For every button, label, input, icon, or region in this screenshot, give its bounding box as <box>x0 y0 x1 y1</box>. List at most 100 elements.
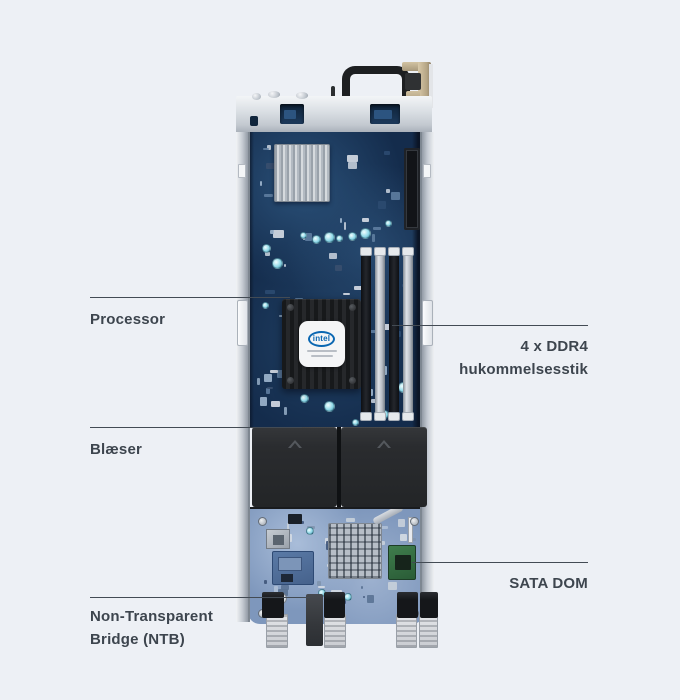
connector-shell <box>419 614 438 648</box>
capacitor-icon <box>272 258 283 269</box>
arrow-up-icon-inner <box>379 443 389 449</box>
pcb-component <box>260 397 267 406</box>
capacitor-icon <box>348 232 357 241</box>
pcb-component <box>397 519 405 528</box>
pcb-edge <box>412 132 422 427</box>
screw-icon <box>410 517 419 526</box>
memory-label-line1: 4 x DDR4 <box>520 338 588 355</box>
pcb-component <box>257 377 260 386</box>
capacitor-icon <box>352 419 359 426</box>
ntb-label: Non-Transparent Bridge (NTB) <box>90 605 213 651</box>
dimm-latch <box>402 412 414 421</box>
screw-icon <box>349 304 356 311</box>
pcb-component <box>383 150 390 155</box>
pcb-component <box>265 289 276 294</box>
sata-dom-callout-line <box>412 562 588 563</box>
controller-heatsink <box>328 523 382 579</box>
device-photo: intel <box>234 58 438 662</box>
sata-dom-module <box>388 545 416 580</box>
rail-latch-left <box>237 300 248 346</box>
pcb-component <box>347 154 358 163</box>
fan-callout-line <box>90 427 302 428</box>
memory-label-line2: hukommelsesstik <box>459 361 588 378</box>
processor-label: Processor <box>90 311 166 328</box>
intel-logo: intel <box>308 331 335 347</box>
dimm-latch <box>388 412 400 421</box>
pcb-component <box>345 518 356 523</box>
fan-divider <box>337 427 341 507</box>
pcb-component <box>368 329 376 334</box>
mezzanine-module <box>272 551 314 585</box>
cover-cutout <box>370 104 400 124</box>
connector-shell <box>396 614 417 648</box>
capacitor-icon <box>324 401 335 412</box>
screw-icon <box>296 92 308 99</box>
mezzanine-detail <box>278 557 302 571</box>
sata-dom-label: SATA DOM <box>509 575 588 592</box>
capacitor-icon <box>360 228 371 239</box>
pcb-component <box>305 232 313 242</box>
pcb-component <box>264 193 274 198</box>
cpu-label: intel <box>298 321 345 367</box>
pcb-component <box>382 324 391 331</box>
capacitor-icon <box>344 593 352 601</box>
pcb-component <box>264 251 271 256</box>
ntb-connector-2 <box>324 592 345 618</box>
latch-edge <box>429 64 433 108</box>
pcb-component <box>361 218 370 222</box>
capacitor-icon <box>312 235 321 244</box>
dimm-slot-4 <box>402 247 414 421</box>
pcb-component <box>360 585 364 589</box>
capacitor-icon <box>262 302 269 309</box>
carry-handle <box>342 66 410 100</box>
pcb-component <box>385 189 391 193</box>
cpu-label-line <box>306 350 337 352</box>
pcb-component <box>377 526 388 529</box>
top-cover <box>236 91 432 132</box>
processor-callout-line <box>90 297 290 298</box>
dimm-latch <box>402 247 414 256</box>
pcb-component <box>283 406 288 416</box>
screw-icon <box>349 377 356 384</box>
memory-label: 4 x DDR4 hukommelsesstik <box>378 335 588 381</box>
pcb-component <box>263 374 273 382</box>
pcb-component <box>266 163 275 169</box>
pcb-component <box>262 148 269 151</box>
dimm-latch <box>388 247 400 256</box>
pcb-component <box>366 594 375 603</box>
pcb-component <box>284 263 287 268</box>
pcb-component <box>377 201 386 209</box>
pcb-component <box>273 585 279 593</box>
pcb-component <box>371 233 375 242</box>
capacitor-icon <box>300 232 307 239</box>
dimm-slot-2 <box>374 247 386 421</box>
ntb-label-line2: Bridge (NTB) <box>90 631 185 648</box>
pcb-component <box>281 584 290 590</box>
ntb-connector-1 <box>262 592 284 618</box>
screw-icon <box>287 304 294 311</box>
pcb-component <box>399 534 408 541</box>
pcb-component <box>270 370 278 373</box>
screw-icon <box>252 93 261 100</box>
cover-cutout <box>280 104 304 124</box>
rail-latch-right <box>422 300 433 346</box>
capacitor-icon <box>324 232 335 243</box>
cutout-detail <box>374 110 392 119</box>
pcb-component <box>267 387 273 390</box>
soc-chip <box>266 529 290 549</box>
latch-body <box>405 73 421 90</box>
dimm-latch <box>374 247 386 256</box>
cpu-heatsink: intel <box>282 299 361 389</box>
capacitor-icon <box>336 235 343 242</box>
rail-notch-right <box>423 164 431 178</box>
dimm-bank <box>360 247 414 421</box>
pcb-component <box>362 595 366 599</box>
pcb-edge <box>248 132 254 427</box>
pcb-component <box>343 293 350 296</box>
pcb-component <box>372 226 381 230</box>
pcb-component <box>348 162 358 169</box>
memory-callout-line <box>392 325 588 326</box>
pcb-component <box>260 180 263 187</box>
fan-right <box>341 427 427 507</box>
